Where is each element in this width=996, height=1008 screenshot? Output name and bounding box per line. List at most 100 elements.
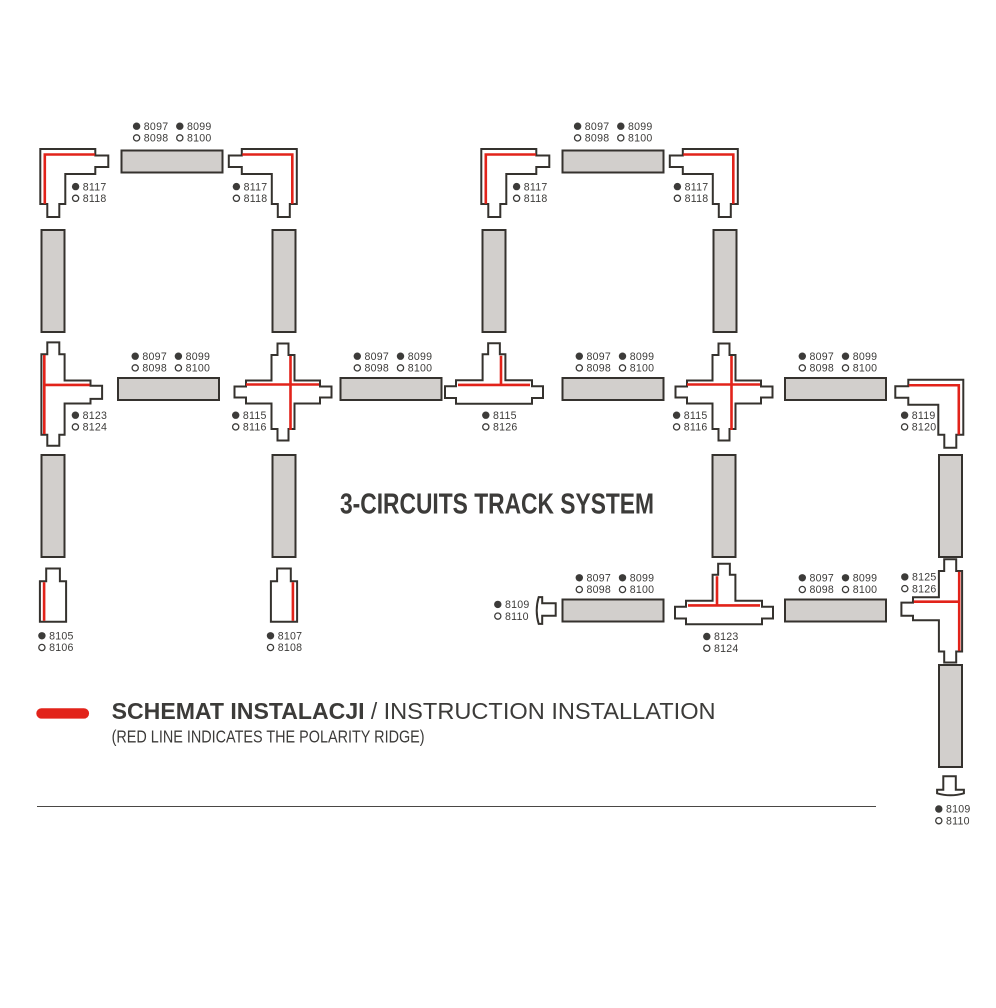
- part-code: 8109: [505, 599, 530, 611]
- power-feed: [535, 596, 557, 625]
- part-label-straight-track: 8097 8098 8099 8100: [798, 573, 878, 596]
- filled-circle-icon: [38, 632, 46, 640]
- part-code: 8098: [587, 584, 612, 596]
- filled-circle-icon: [900, 411, 909, 419]
- part-code: 8100: [187, 133, 212, 145]
- part-code: 8097: [587, 573, 612, 585]
- open-circle-icon: [575, 585, 584, 594]
- part-code: 8100: [853, 584, 878, 596]
- part-code: 8098: [810, 584, 835, 596]
- filled-circle-icon: [512, 182, 521, 191]
- straight-track-vertical: [938, 664, 963, 768]
- middle-row: 8123 8124 8097 8098 8099 8100 8115 8116 …: [40, 341, 965, 450]
- legend-heading: SCHEMAT INSTALACJI / INSTRUCTION INSTALL…: [112, 698, 716, 724]
- part-code: 8123: [83, 410, 108, 422]
- part-code: 8117: [524, 181, 548, 193]
- part-code: 8110: [505, 611, 529, 623]
- filled-circle-icon: [482, 411, 490, 419]
- part-label-corner-8117: 8117 8118: [512, 181, 548, 205]
- open-circle-icon: [901, 584, 909, 593]
- part-code: 8098: [587, 363, 612, 375]
- part-code: 8117: [83, 181, 107, 193]
- part-code: 8117: [685, 181, 709, 193]
- part-code: 8118: [685, 193, 709, 205]
- straight-track-vertical: [271, 454, 297, 558]
- part-code: 8100: [630, 363, 655, 375]
- open-circle-icon: [618, 364, 627, 372]
- part-label-straight-track: 8097 8098 8099 8100: [132, 121, 212, 145]
- part-code: 8099: [187, 121, 212, 133]
- open-circle-icon: [841, 585, 850, 594]
- filled-circle-icon: [176, 122, 184, 130]
- part-code: 8097: [810, 351, 835, 363]
- part-code: 8097: [587, 351, 612, 363]
- open-circle-icon: [176, 134, 184, 142]
- part-code: 8099: [408, 351, 433, 363]
- part-code: 8100: [853, 363, 878, 375]
- part-code: 8098: [144, 133, 169, 145]
- open-circle-icon: [353, 364, 362, 372]
- diagram-title: 3-CIRCUITS TRACK SYSTEM: [340, 489, 654, 521]
- gate-1: 8097 8098 8099 8100 8117 8118 8117 8118: [38, 121, 299, 333]
- open-circle-icon: [618, 585, 627, 594]
- straight-track-vertical: [938, 454, 963, 558]
- part-code: 8098: [810, 363, 835, 375]
- filled-circle-icon: [703, 632, 711, 641]
- filled-circle-icon: [132, 122, 141, 130]
- straight-track-vertical: [711, 454, 737, 558]
- part-code: 8097: [365, 351, 390, 363]
- part-label-feed-8109: 8109 8110: [494, 599, 529, 623]
- filled-circle-icon: [575, 574, 583, 582]
- part-label-t-8123: 8123 8124: [71, 410, 108, 434]
- filled-circle-icon: [396, 352, 405, 360]
- filled-circle-icon: [71, 411, 80, 419]
- part-label-cross-8115: 8115 8116: [672, 410, 708, 434]
- part-code: 8100: [628, 133, 653, 145]
- filled-circle-icon: [266, 632, 275, 640]
- part-code: 8107: [278, 631, 303, 643]
- open-circle-icon: [174, 364, 183, 372]
- part-code: 8118: [244, 193, 268, 205]
- part-code: 8099: [853, 573, 878, 585]
- part-code: 8115: [493, 410, 517, 422]
- filled-circle-icon: [131, 352, 139, 360]
- part-code: 8116: [684, 422, 708, 434]
- filled-circle-icon: [494, 600, 502, 609]
- part-code: 8120: [912, 422, 937, 434]
- open-circle-icon: [673, 194, 682, 203]
- open-circle-icon: [573, 134, 582, 142]
- t-connector: [673, 562, 775, 626]
- end-cap: [38, 567, 68, 624]
- part-label-endcap-8105: 8105 8106: [38, 631, 73, 654]
- part-code: 8099: [628, 121, 653, 133]
- part-code: 8097: [144, 121, 169, 133]
- open-circle-icon: [935, 816, 943, 825]
- straight-track-horizontal: [120, 149, 224, 174]
- filled-circle-icon: [618, 352, 627, 360]
- open-circle-icon: [396, 364, 405, 372]
- part-code: 8100: [630, 584, 655, 596]
- part-label-corner-8117: 8117 8118: [71, 181, 107, 205]
- part-code: 8117: [244, 181, 268, 193]
- part-label-t-8125: 8125 8126: [901, 572, 937, 595]
- filled-circle-icon: [71, 182, 80, 191]
- straight-track-horizontal: [561, 149, 665, 174]
- part-label-feed-8109: 8109 8110: [935, 804, 970, 827]
- part-code: 8125: [912, 572, 937, 584]
- filled-circle-icon: [232, 182, 241, 191]
- part-code: 8097: [142, 351, 167, 363]
- part-code: 8124: [714, 643, 739, 655]
- open-circle-icon: [266, 643, 275, 652]
- part-label-t-8115: 8115 8126: [482, 410, 517, 434]
- filled-circle-icon: [798, 574, 806, 582]
- straight-track-horizontal: [117, 377, 220, 401]
- part-label-corner-8119: 8119 8120: [900, 410, 937, 434]
- part-label-endcap-8107: 8107 8108: [266, 631, 303, 654]
- open-circle-icon: [512, 194, 521, 203]
- open-circle-icon: [798, 585, 807, 594]
- filled-circle-icon: [617, 122, 625, 130]
- straight-track-horizontal: [561, 598, 665, 623]
- open-circle-icon: [575, 364, 584, 372]
- filled-circle-icon: [673, 182, 682, 191]
